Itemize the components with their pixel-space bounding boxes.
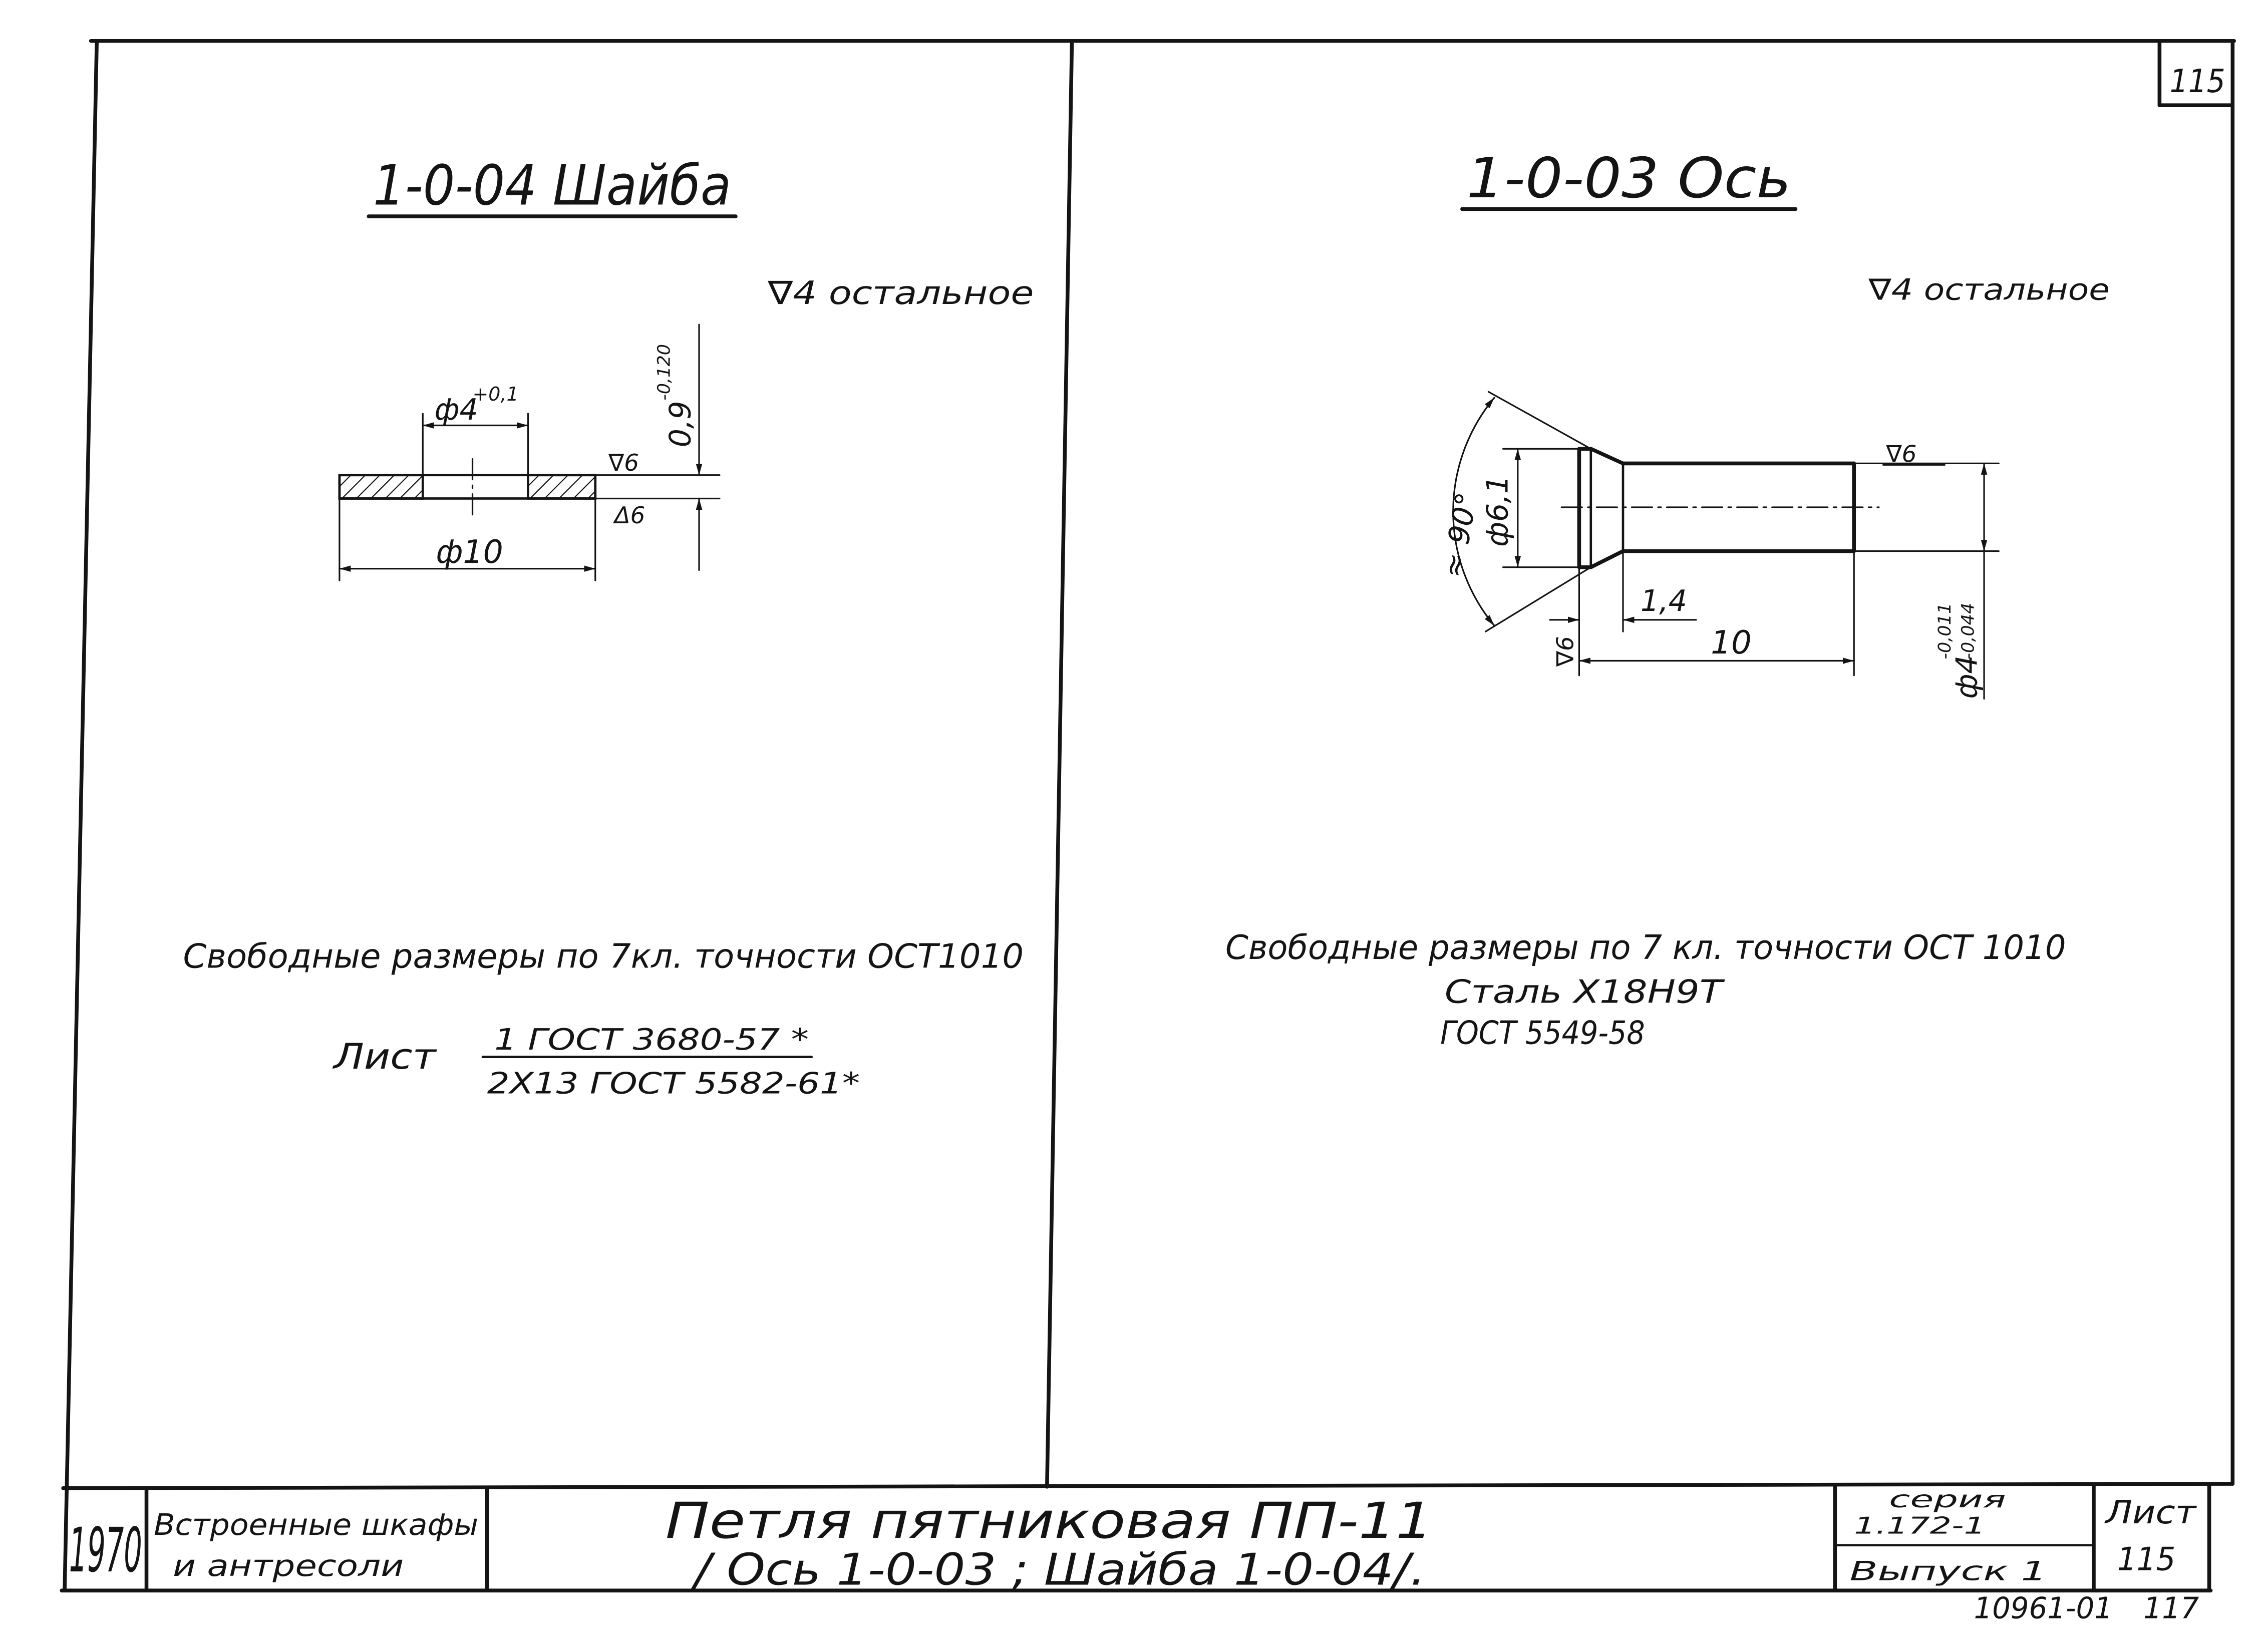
axle-title: 1-0-03 Ось: [1467, 146, 1791, 211]
axle-headlen-dim-text: 1,4: [1641, 584, 1687, 618]
washer-title: 1-0-04 Шайба: [373, 154, 731, 218]
axle-head-dim-text: ф6,1: [1480, 475, 1514, 547]
title-block-sheet-label: Лист: [2104, 1494, 2197, 1531]
washer-roughness-rest: ∇4 остальное: [767, 274, 1034, 312]
title-block-sheet-value: 115: [2117, 1540, 2176, 1578]
title-block-year: 1970: [69, 1514, 142, 1586]
archive-page: 117: [2143, 1591, 2199, 1625]
washer-note-tolerance: Свободные размеры по 7кл. точности ОСТ10…: [183, 937, 1024, 976]
title-block-series-value: 1.172-1: [1854, 1512, 1986, 1539]
washer-hole-dim-value: ф4: [435, 393, 478, 427]
washer-drawing: 1-0-04 Шайба ∇4 остальное ф4 +0,1 ф10 0,…: [183, 154, 1034, 1101]
axle-note-tolerance: Свободные размеры по 7 кл. точности ОСТ …: [1225, 928, 2066, 967]
title-block-top-line: [61, 1482, 2235, 1490]
sheet-frame: 115: [63, 39, 2236, 1592]
axle-angle-arc: [1452, 397, 1495, 627]
frame-middle-divider: [1045, 42, 1074, 1489]
washer-hatch-right: [527, 474, 597, 500]
washer-thickness-dim-value: 0,9: [663, 401, 697, 447]
washer-hatch-left: [338, 474, 424, 500]
corner-sheet-number: 115: [2170, 63, 2225, 100]
washer-material-label: Лист: [332, 1036, 437, 1077]
title-block-section-line2: и антресоли: [173, 1549, 404, 1583]
washer-outer-dim-text: ф10: [436, 533, 503, 571]
axle-roughness-rest: ∇4 остальное: [1868, 272, 2110, 306]
axle-cone-bottom: [1588, 549, 1625, 569]
washer-hole-dim-tolerance: +0,1: [473, 383, 519, 405]
axle-shaft-dim-value: ф4: [1950, 655, 1984, 699]
title-block-issue: Выпуск 1: [1849, 1556, 2047, 1587]
axle-length-dim-text: 10: [1711, 624, 1752, 662]
title-block: 1970 Встроенные шкафы и антресоли Петля …: [60, 1482, 2235, 1625]
frame-left-line: [63, 39, 99, 1592]
title-block-name-line2: / Ось 1-0-03 ; Шайба 1-0-04/.: [691, 1544, 1425, 1595]
axle-material-line2: ГОСТ 5549-58: [1440, 1014, 1645, 1052]
axle-material-line1: Сталь Х18Н9Т: [1445, 973, 1725, 1011]
washer-material-numerator: 1 ГОСТ 3680-57 *: [494, 1023, 809, 1057]
washer-material-denominator: 2Х13 ГОСТ 5582-61*: [487, 1067, 860, 1101]
axle-angle-ext-bottom: [1484, 566, 1592, 632]
title-block-series-label: серия: [1889, 1486, 2006, 1513]
washer-hole-dim-text: ф4 +0,1: [435, 383, 519, 427]
archive-number: 10961-01: [1974, 1591, 2113, 1625]
washer-roughness-bottom: Δ6: [613, 502, 645, 529]
axle-cone-top: [1588, 447, 1625, 466]
title-block-section-line1: Встроенные шкафы: [154, 1508, 478, 1542]
axle-roughness-head: ∇6: [1552, 636, 1579, 667]
washer-roughness-top: ∇6: [608, 450, 639, 477]
washer-thickness-dim-tolerance: -0,120: [654, 344, 675, 401]
title-block-name-line1: Петля пятниковая ПП-11: [666, 1492, 1433, 1550]
axle-shaft-dim-upper: -0,011: [1934, 603, 1955, 660]
axle-angle-ext-top: [1487, 391, 1592, 450]
axle-shaft-dim-lower: -0,044: [1958, 603, 1979, 660]
